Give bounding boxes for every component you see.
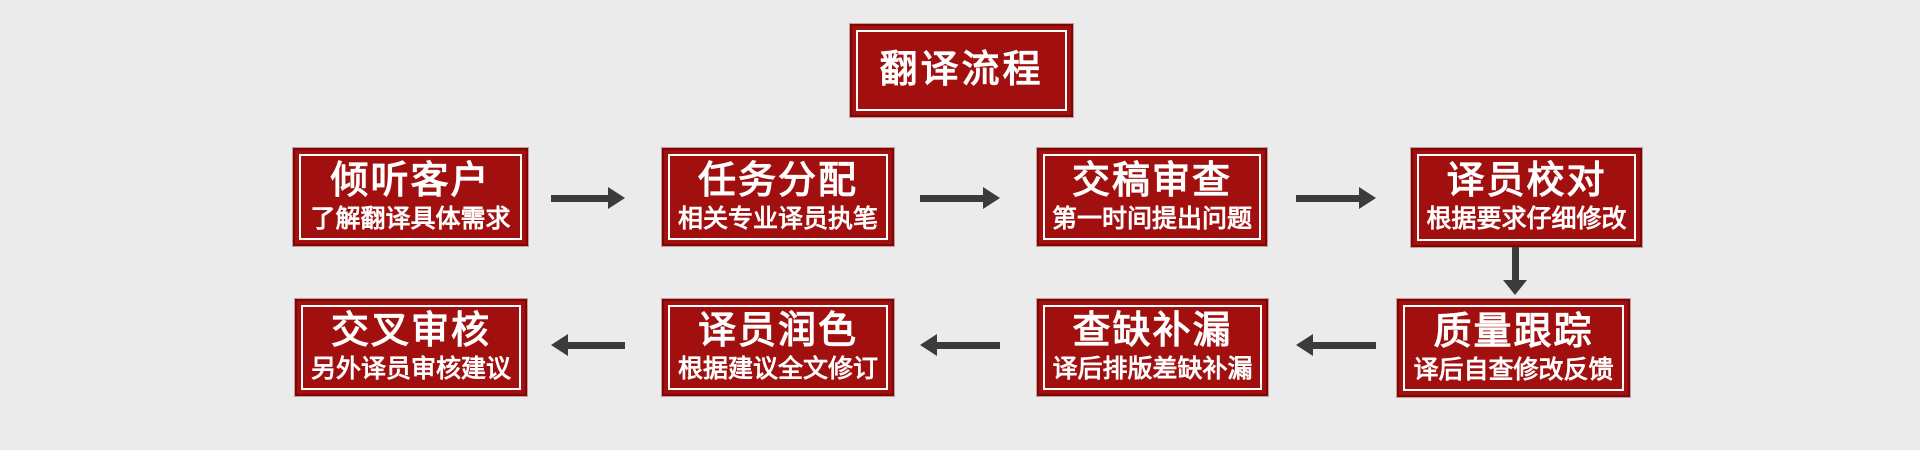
step-subtitle: 相关专业译员执笔 [677,204,878,233]
step-title: 查缺补漏 [1072,310,1233,353]
step-subtitle: 了解翻译具体需求 [310,204,511,233]
step-box-translator-proofreading: 译员校对 根据要求仔细修改 [1411,148,1642,247]
arrow-down-icon [1503,247,1527,295]
flow-title-box: 翻译流程 [850,24,1073,117]
step-title: 交稿审查 [1071,159,1232,202]
step-title: 译员校对 [1446,160,1607,203]
step-subtitle: 根据建议全文修订 [677,355,878,384]
step-subtitle: 译后排版差缺补漏 [1052,355,1253,384]
arrow-right-icon [551,187,625,209]
arrow-left-icon [551,334,625,356]
step-subtitle: 译后自查修改反馈 [1413,355,1614,384]
step-title: 倾听客户 [330,159,491,202]
step-title: 质量跟踪 [1433,310,1594,353]
step-title: 任务分配 [697,159,858,202]
step-subtitle: 另外译员审核建议 [310,355,511,384]
step-subtitle: 第一时间提出问题 [1051,204,1252,233]
arrow-left-icon [1296,334,1376,356]
step-title: 交叉审核 [330,310,491,353]
arrow-right-icon [1296,187,1376,209]
step-box-task-assignment: 任务分配 相关专业译员执笔 [662,148,894,246]
arrow-right-icon [920,187,1000,209]
step-box-cross-review: 交叉审核 另外译员审核建议 [295,299,527,396]
flow-title: 翻译流程 [879,48,1044,91]
step-box-translator-polishing: 译员润色 根据建议全文修订 [662,299,894,396]
step-box-listen-client: 倾听客户 了解翻译具体需求 [293,148,528,246]
arrow-left-icon [920,334,1000,356]
step-box-draft-review: 交稿审查 第一时间提出问题 [1037,148,1267,246]
step-title: 译员润色 [697,310,858,353]
step-subtitle: 根据要求仔细修改 [1426,205,1627,234]
step-box-gap-filling: 查缺补漏 译后排版差缺补漏 [1037,299,1268,396]
step-box-quality-tracking: 质量跟踪 译后自查修改反馈 [1397,299,1630,397]
